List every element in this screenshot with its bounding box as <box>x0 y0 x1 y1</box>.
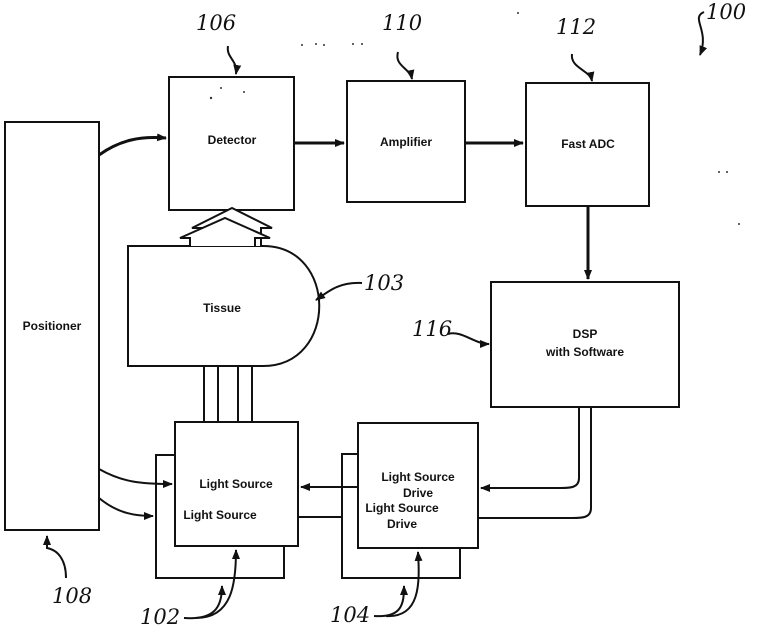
light-source-drive-back-line2: Drive <box>387 517 417 531</box>
dsp-ref: 116 <box>412 317 452 341</box>
detector-ref: 106 <box>196 11 236 35</box>
light-source-drive-ref: 104 <box>330 603 370 625</box>
fast-adc-label: Fast ADC <box>561 137 615 151</box>
positioner-ref: 108 <box>52 584 92 608</box>
light-source-drive-front-line1: Light Source <box>381 470 455 484</box>
figure-ref: 100 <box>706 0 746 24</box>
figure-ref-leader <box>699 12 704 55</box>
dsp-label-line1: DSP <box>573 327 598 341</box>
amplifier-ref-leader <box>397 52 412 79</box>
light-source-back-label: Light Source <box>183 508 257 522</box>
dsp-label-line2: with Software <box>545 345 624 359</box>
light-guide-lines <box>204 366 252 422</box>
light-source-drive-ref-leader-1 <box>374 586 404 616</box>
light-source-ref: 102 <box>140 605 180 625</box>
fast-adc-ref: 112 <box>556 15 596 39</box>
dsp-ref-leader <box>448 333 489 344</box>
light-source-drive-back-line1: Light Source <box>365 501 439 515</box>
positioner-to-light-source-back-arrow <box>99 498 153 516</box>
tissue-ref: 103 <box>364 271 404 295</box>
light-source-drive-front-line2: Drive <box>403 486 433 500</box>
tissue-label: Tissue <box>203 301 241 315</box>
positioner-to-detector-arrow <box>99 138 166 155</box>
light-source-front-label: Light Source <box>199 477 273 491</box>
dsp-to-drive-front-line <box>481 407 579 488</box>
amplifier-ref: 110 <box>382 11 422 35</box>
tissue-ref-leader <box>316 283 362 300</box>
amplifier-label: Amplifier <box>380 135 432 149</box>
detector-ref-leader <box>228 46 236 74</box>
fast-adc-ref-leader <box>572 54 592 81</box>
positioner-ref-leader <box>47 536 66 578</box>
dsp-to-drive-back-line <box>478 407 591 518</box>
positioner-label: Positioner <box>23 319 82 333</box>
detector-label: Detector <box>208 133 257 147</box>
